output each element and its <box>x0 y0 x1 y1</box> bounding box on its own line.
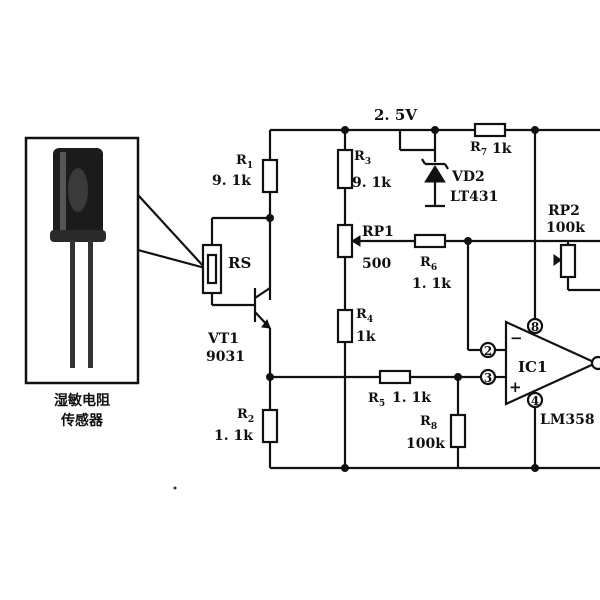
junction-dots <box>266 126 539 472</box>
r7-label: R7 <box>470 140 487 158</box>
rp1-label: RP1 <box>362 224 394 240</box>
vt1-label: VT1 <box>207 331 239 347</box>
r2-value: 1. 1k <box>214 428 253 444</box>
vd2-part: LT431 <box>450 189 498 205</box>
ic1-plus-sign: + <box>509 378 522 396</box>
r1-label: R1 <box>236 153 253 171</box>
supply-label: 2. 5V <box>374 106 417 124</box>
r3-value: 9. 1k <box>352 175 391 191</box>
r3-resistor <box>336 148 354 190</box>
r7-resistor <box>473 122 507 138</box>
r1-value: 9. 1k <box>212 173 251 189</box>
pin-4: 4 <box>526 391 544 409</box>
vt1-part: 9031 <box>206 349 245 365</box>
sensor-caption-line2: 传感器 <box>60 412 104 429</box>
pin-3: 3 <box>479 368 497 386</box>
r4-resistor <box>336 308 354 344</box>
pin-8: 8 <box>526 317 544 335</box>
sensor-lead-right <box>88 240 93 368</box>
rp1-value: 500 <box>362 256 391 272</box>
vt1-transistor <box>245 287 272 345</box>
vd2-zener <box>421 158 449 183</box>
r2-resistor <box>261 408 279 444</box>
vd2-label: VD2 <box>451 169 485 185</box>
r6-value: 1. 1k <box>412 276 451 292</box>
r8-resistor <box>449 413 467 449</box>
r7-value: 1k <box>492 141 512 157</box>
ic1-opamp <box>504 320 600 406</box>
ic1-minus-sign: − <box>510 329 523 347</box>
rp1-potentiometer <box>336 223 354 259</box>
svg-text:2: 2 <box>484 344 492 358</box>
r8-value: 100k <box>406 436 445 452</box>
svg-text:8: 8 <box>531 320 539 334</box>
r1-resistor <box>261 158 279 194</box>
sensor-caption-line1: 湿敏电阻 <box>54 392 110 409</box>
rp2-label: RP2 <box>548 203 580 219</box>
r3-label: R3 <box>354 149 371 167</box>
sensor-lead-left <box>70 240 75 368</box>
rp2-potentiometer <box>559 243 577 279</box>
rp1-wiper-arrow <box>351 235 361 247</box>
r4-value: 1k <box>356 329 376 345</box>
r5-label: R5 <box>368 391 385 409</box>
ic1-part: LM358 <box>540 412 595 428</box>
r8-label: R8 <box>420 414 437 432</box>
wires <box>210 128 600 470</box>
pin-2: 2 <box>479 341 497 359</box>
rs-label: RS <box>228 254 251 272</box>
rp2-wiper-arrow <box>553 254 562 266</box>
r5-value: 1. 1k <box>392 390 431 406</box>
r4-label: R4 <box>356 307 373 325</box>
r6-label: R6 <box>420 255 437 273</box>
rp2-value: 100k <box>546 220 585 236</box>
svg-text:3: 3 <box>484 371 492 385</box>
ic1-label: IC1 <box>518 358 547 376</box>
r5-resistor <box>378 369 412 385</box>
rs-sensor-symbol <box>201 243 223 295</box>
svg-text:4: 4 <box>531 394 539 408</box>
r2-label: R2 <box>237 407 254 425</box>
sensor-photo-panel <box>24 136 140 385</box>
r6-resistor <box>413 233 447 249</box>
